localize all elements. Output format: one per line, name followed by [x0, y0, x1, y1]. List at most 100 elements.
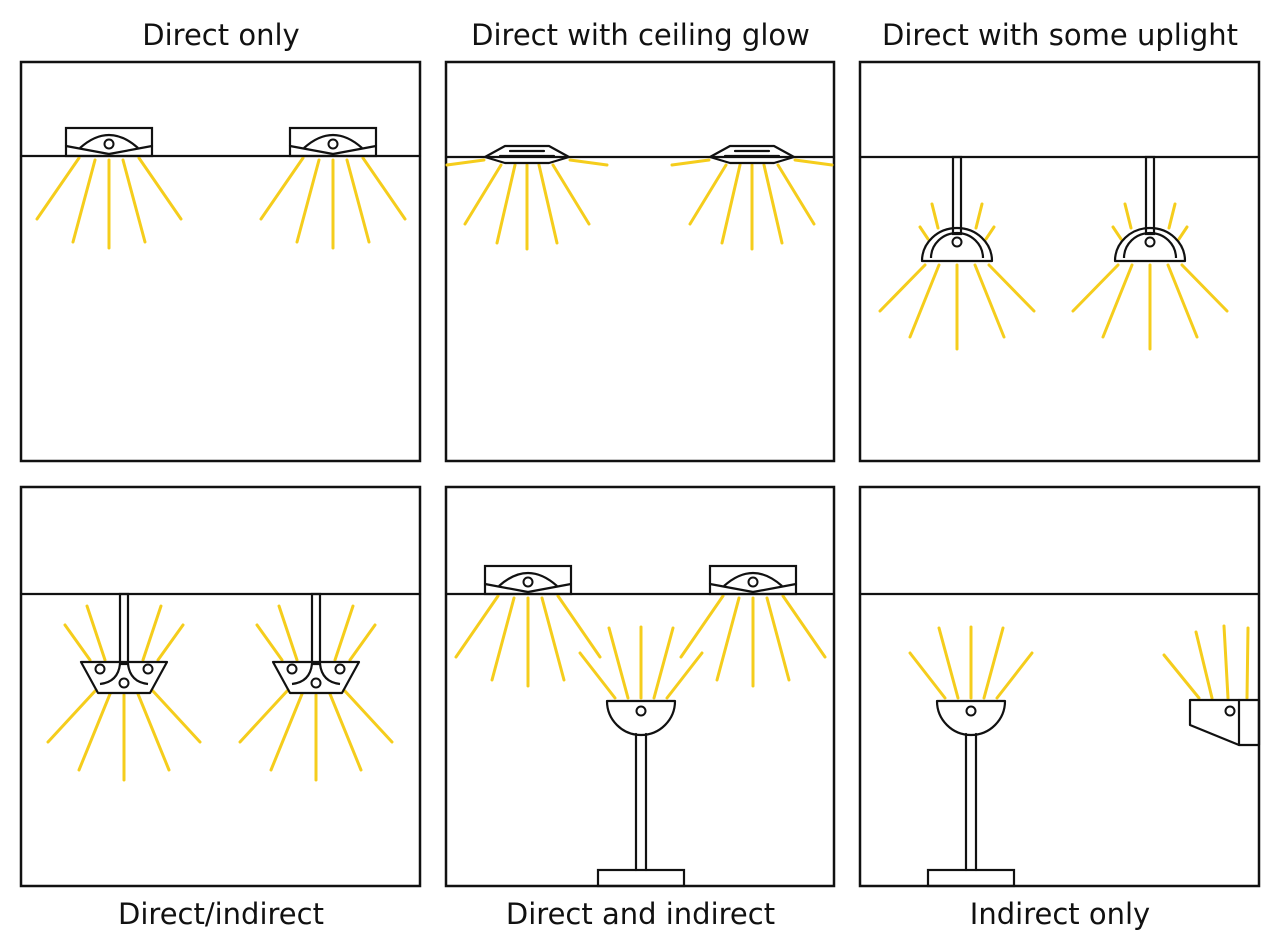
light-ray: [715, 596, 741, 682]
floor-lamp: [596, 699, 686, 888]
light-ray: [454, 594, 500, 659]
sconce-body: [1188, 698, 1261, 747]
pendant-rod: [310, 592, 322, 666]
light-ray: [568, 158, 609, 167]
light-ray: [540, 596, 566, 682]
label-direct-some-uplight: Direct with some uplight: [881, 18, 1238, 52]
dome-inner: [1122, 231, 1178, 259]
dome-inner: [929, 231, 985, 259]
reflector: [126, 663, 149, 686]
light-ray: [35, 156, 81, 221]
panel-indirect-only: [858, 485, 1261, 888]
luminaire-body: [483, 144, 571, 165]
light-ray: [937, 626, 960, 700]
reflector: [291, 663, 314, 686]
lamp-bulb: [310, 677, 322, 689]
light-ray: [156, 623, 185, 662]
floor-lamp: [926, 699, 1016, 888]
lamp-base: [926, 868, 1016, 888]
light-ray: [1101, 263, 1134, 339]
lamp-bulb: [747, 576, 759, 588]
light-ray: [720, 163, 742, 245]
light-ray: [361, 156, 407, 221]
light-ray: [776, 163, 816, 226]
lamp-bowl: [605, 699, 677, 737]
reflector: [318, 663, 341, 686]
reflector: [303, 134, 363, 149]
light-ray: [495, 163, 517, 245]
wall-sconce: [1188, 698, 1261, 747]
label-direct-and-indirect: Direct and indirect: [505, 897, 776, 931]
label-direct-ceiling-glow: Direct with ceiling glow: [471, 18, 810, 52]
lamp-base: [596, 868, 686, 888]
luminaire-housing: [64, 126, 154, 158]
light-ray: [607, 626, 630, 700]
luminaire-body: [271, 660, 361, 695]
light-ray: [295, 158, 321, 244]
light-ray: [652, 626, 675, 700]
light-ray: [1071, 263, 1120, 313]
light-ray: [1167, 202, 1177, 230]
lamp-bulb: [334, 663, 346, 675]
room-frame: [858, 485, 1261, 888]
recessed-luminaire: [708, 564, 798, 596]
lamp-bulb: [522, 576, 534, 588]
light-ray: [781, 594, 827, 659]
light-ray: [908, 263, 941, 339]
light-ray: [1180, 263, 1229, 313]
luminaire-housing: [483, 564, 573, 596]
light-ray: [1177, 225, 1189, 241]
pendant-trapezoid-luminaire: [79, 592, 169, 695]
louver: [483, 582, 530, 594]
light-ray: [463, 163, 503, 226]
light-ray: [150, 688, 202, 744]
light-ray: [688, 163, 728, 226]
light-ray: [333, 604, 355, 662]
louver: [64, 144, 111, 156]
panel-direct-indirect: [19, 485, 422, 888]
light-ray: [490, 596, 516, 682]
dome-shade: [920, 226, 994, 263]
recessed-luminaire: [483, 564, 573, 596]
light-ray: [445, 158, 486, 167]
label-direct-only: Direct only: [142, 18, 300, 52]
room-frame: [444, 60, 836, 463]
light-ray: [995, 651, 1034, 700]
room-frame: [19, 60, 422, 463]
light-ray: [137, 156, 183, 221]
pendant-rod: [1144, 155, 1156, 236]
surface-luminaire: [483, 144, 571, 165]
light-ray: [987, 263, 1036, 313]
light-ray: [578, 651, 617, 700]
light-ray: [1222, 624, 1230, 700]
light-ray: [141, 604, 163, 662]
recessed-luminaire: [64, 126, 154, 158]
room-frame: [858, 60, 1261, 463]
lamp-bulb: [286, 663, 298, 675]
light-ray: [277, 604, 299, 662]
light-ray: [974, 202, 984, 230]
light-ray: [348, 623, 377, 662]
pendant-rod: [118, 592, 130, 666]
light-ray: [982, 626, 1005, 700]
lamp-bulb: [118, 677, 130, 689]
reflector: [498, 572, 558, 587]
light-ray: [765, 596, 791, 682]
light-ray: [63, 623, 92, 662]
lamp-bulb: [1224, 705, 1236, 717]
light-ray: [342, 688, 394, 744]
dome-shade: [1113, 226, 1187, 263]
light-ray: [328, 692, 363, 772]
light-ray: [556, 594, 602, 659]
light-ray: [71, 158, 97, 244]
light-ray: [85, 604, 107, 662]
pendant-trapezoid-luminaire: [271, 592, 361, 695]
lamp-bulb: [951, 236, 963, 248]
light-ray: [908, 651, 947, 700]
label-direct-indirect: Direct/indirect: [118, 897, 324, 931]
lamp-bulb: [142, 663, 154, 675]
surface-luminaire: [708, 144, 796, 165]
lamp-bulb: [1144, 236, 1156, 248]
louver: [708, 582, 755, 594]
lamp-bulb: [327, 138, 339, 150]
